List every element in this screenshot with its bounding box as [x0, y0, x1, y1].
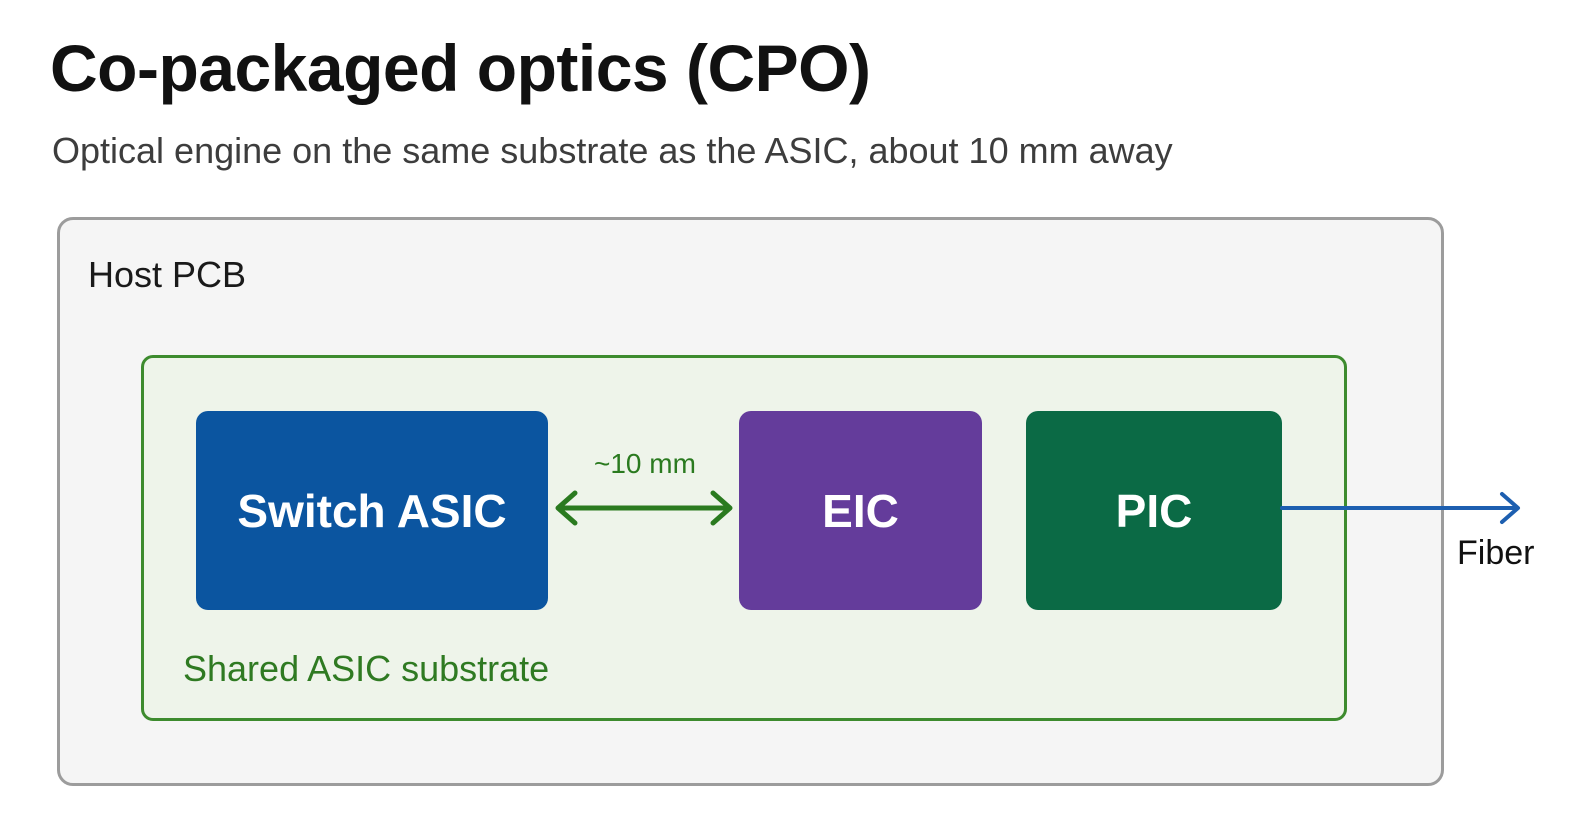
host-pcb-label: Host PCB — [88, 254, 247, 295]
pic-block: PIC — [1026, 411, 1282, 610]
eic-block: EIC — [739, 411, 982, 610]
eic-label: EIC — [822, 484, 899, 537]
page-title: Co-packaged optics (CPO) — [50, 31, 871, 105]
switch-asic-block: Switch ASIC — [196, 411, 548, 610]
shared-substrate-label: Shared ASIC substrate — [183, 648, 550, 689]
distance-label: ~10 mm — [594, 448, 696, 479]
switch-asic-label: Switch ASIC — [237, 484, 507, 537]
pic-label: PIC — [1115, 484, 1193, 537]
page-subtitle: Optical engine on the same substrate as … — [52, 130, 1173, 171]
fiber-label: Fiber — [1457, 534, 1535, 572]
